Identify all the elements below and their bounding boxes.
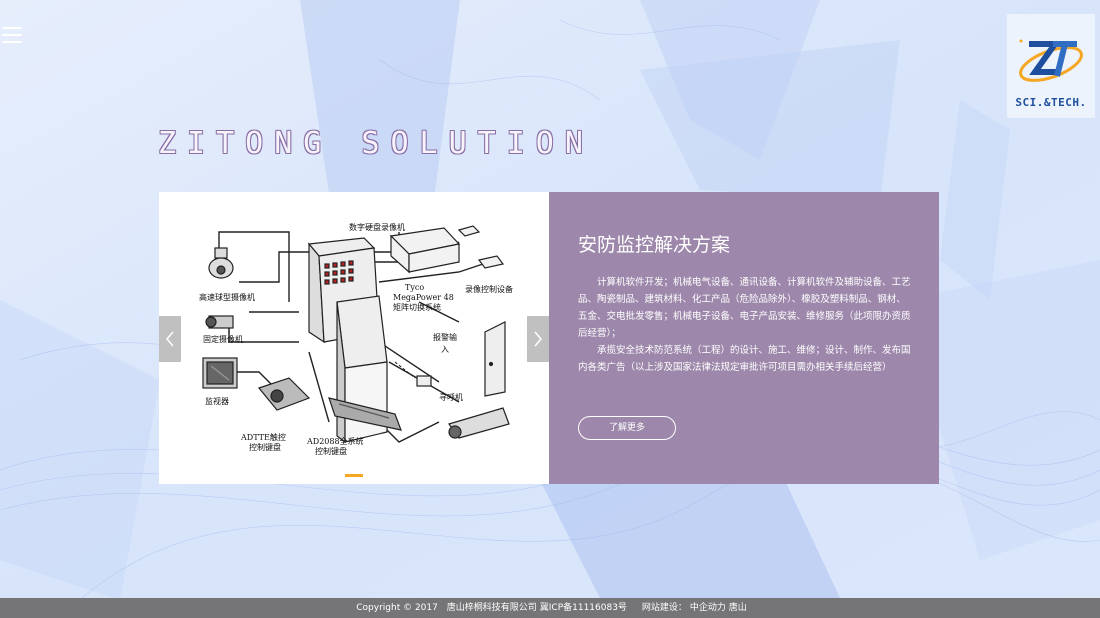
slider-next-button[interactable] (527, 316, 549, 362)
image-slider[interactable]: 数字硬盘录像机 高速球型摄像机 Tyco MegaPower 48 矩阵切换系统… (159, 192, 549, 484)
diagram-label-tyco-2: MegaPower 48 (393, 293, 454, 302)
security-system-diagram: 数字硬盘录像机 高速球型摄像机 Tyco MegaPower 48 矩阵切换系统… (199, 222, 513, 456)
diagram-label-keyboard1-1: ADTTE触控 (240, 432, 286, 442)
logo-text: SCI.&TECH. (1015, 96, 1087, 109)
diagram-label-alarm-1: 报警输 (433, 332, 457, 342)
footer-build-label: 网站建设： (641, 603, 687, 613)
learn-more-button[interactable]: 了解更多 (578, 416, 676, 440)
zt-logo-icon (1019, 39, 1083, 82)
footer-company: 唐山梓桐科技有限公司 (446, 603, 537, 613)
diagram-label-tyco-3: 矩阵切换系统 (393, 302, 441, 312)
slider-pagination-dot[interactable] (345, 474, 363, 477)
diagram-label-keyboard2-1: AD2088全系统 (306, 436, 364, 446)
slider-prev-button[interactable] (159, 316, 181, 362)
footer-icp-link[interactable]: 冀ICP备11116083号 (539, 603, 627, 613)
diagram-label-tyco-1: Tyco (405, 283, 424, 292)
diagram-label-fixed-cam: 固定摄像机 (203, 334, 243, 344)
panel-title: 安防监控解决方案 (578, 234, 731, 256)
diagram-label-pager: 寻呼机 (439, 392, 463, 402)
panel-paragraph: 承揽安全技术防范系统（工程）的设计、施工、维修；设计、制作、发布国内各类广告（以… (578, 345, 911, 373)
page-headline: ZITONG SOLUTION (158, 126, 594, 161)
panel-paragraph: 计算机软件开发；机械电气设备、通讯设备、计算机软件及辅助设备、工艺品、陶瓷制品、… (578, 277, 911, 339)
diagram-label-keyboard2-2: 控制键盘 (315, 446, 347, 456)
diagram-label-ptz: 高速球型摄像机 (199, 292, 255, 302)
chevron-left-icon (166, 331, 174, 347)
solution-panel: 安防监控解决方案 计算机软件开发；机械电气设备、通讯设备、计算机软件及辅助设备、… (549, 192, 939, 484)
panel-description: 计算机软件开发；机械电气设备、通讯设备、计算机软件及辅助设备、工艺品、陶瓷制品、… (578, 274, 913, 376)
diagram-label-keyboard1-2: 控制键盘 (249, 442, 281, 452)
diagram-label-monitor: 监视器 (205, 396, 229, 406)
diagram-label-dvr: 数字硬盘录像机 (349, 222, 405, 232)
footer: Copyright © 2017 唐山梓桐科技有限公司冀ICP备11116083… (0, 598, 1100, 618)
footer-copyright: Copyright © 2017 (356, 603, 438, 613)
footer-builder-link[interactable]: 中企动力 (689, 603, 726, 613)
company-logo[interactable]: SCI.&TECH. (1007, 14, 1095, 118)
menu-button[interactable] (2, 27, 22, 45)
chevron-right-icon (534, 331, 542, 347)
diagram-label-recorder: 录像控制设备 (465, 284, 513, 294)
hamburger-icon (2, 27, 22, 43)
diagram-label-alarm-2: 入 (441, 345, 449, 354)
footer-city-link[interactable]: 唐山 (728, 603, 747, 613)
